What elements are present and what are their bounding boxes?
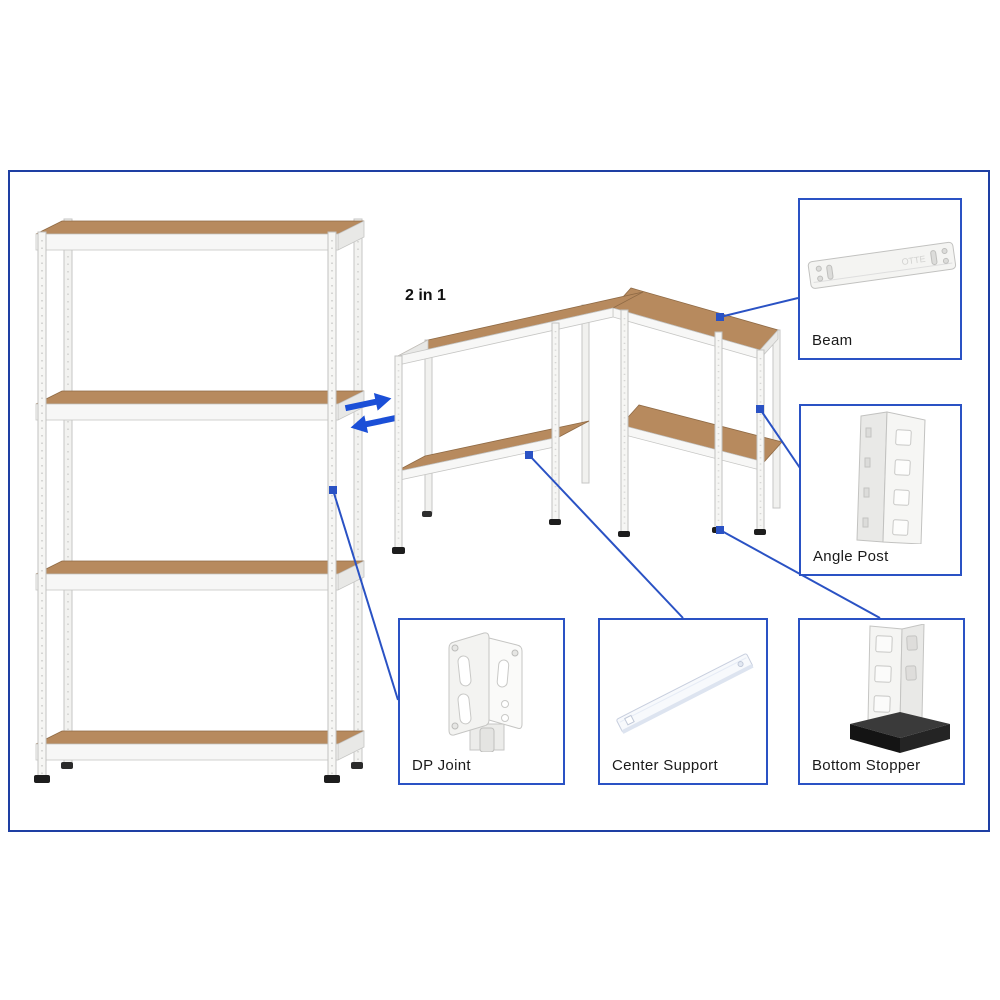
variant-label: 2 in 1 — [405, 287, 446, 304]
diagram-frame-border — [8, 170, 990, 832]
corner-lower-shelves — [394, 404, 783, 482]
callout-label-center-support: Center Support — [612, 757, 718, 774]
angle-post-illustration — [856, 411, 926, 544]
corner-feet — [392, 511, 766, 554]
main-shelf-shelves — [35, 220, 365, 761]
beam-illustration: OTTE — [807, 241, 957, 289]
bottom-stopper-illustration — [850, 624, 950, 753]
callout-label-dp-joint: DP Joint — [412, 757, 471, 774]
dp-joint-illustration — [448, 632, 523, 752]
callout-box-bottom-stopper: Bottom Stopper — [798, 618, 965, 785]
callout-label-bottom-stopper: Bottom Stopper — [812, 757, 921, 774]
swap-arrows-icon — [344, 392, 398, 434]
beam-emboss-text: OTTE — [901, 254, 926, 267]
callout-box-angle-post: Angle Post — [799, 404, 962, 576]
center-support-illustration — [616, 653, 754, 734]
main-shelf-illustration — [34, 218, 365, 783]
main-shelf-front-posts — [37, 231, 337, 781]
main-shelf-feet — [34, 762, 363, 783]
callout-label-beam: Beam — [812, 332, 853, 349]
callout-box-center-support: Center Support — [598, 618, 768, 785]
main-shelf-back-posts — [63, 218, 363, 769]
callout-label-angle-post: Angle Post — [813, 548, 889, 565]
corner-shelf-illustration — [392, 287, 783, 554]
callout-box-beam: OTTE Beam — [798, 198, 962, 360]
callout-box-dp-joint: DP Joint — [398, 618, 565, 785]
